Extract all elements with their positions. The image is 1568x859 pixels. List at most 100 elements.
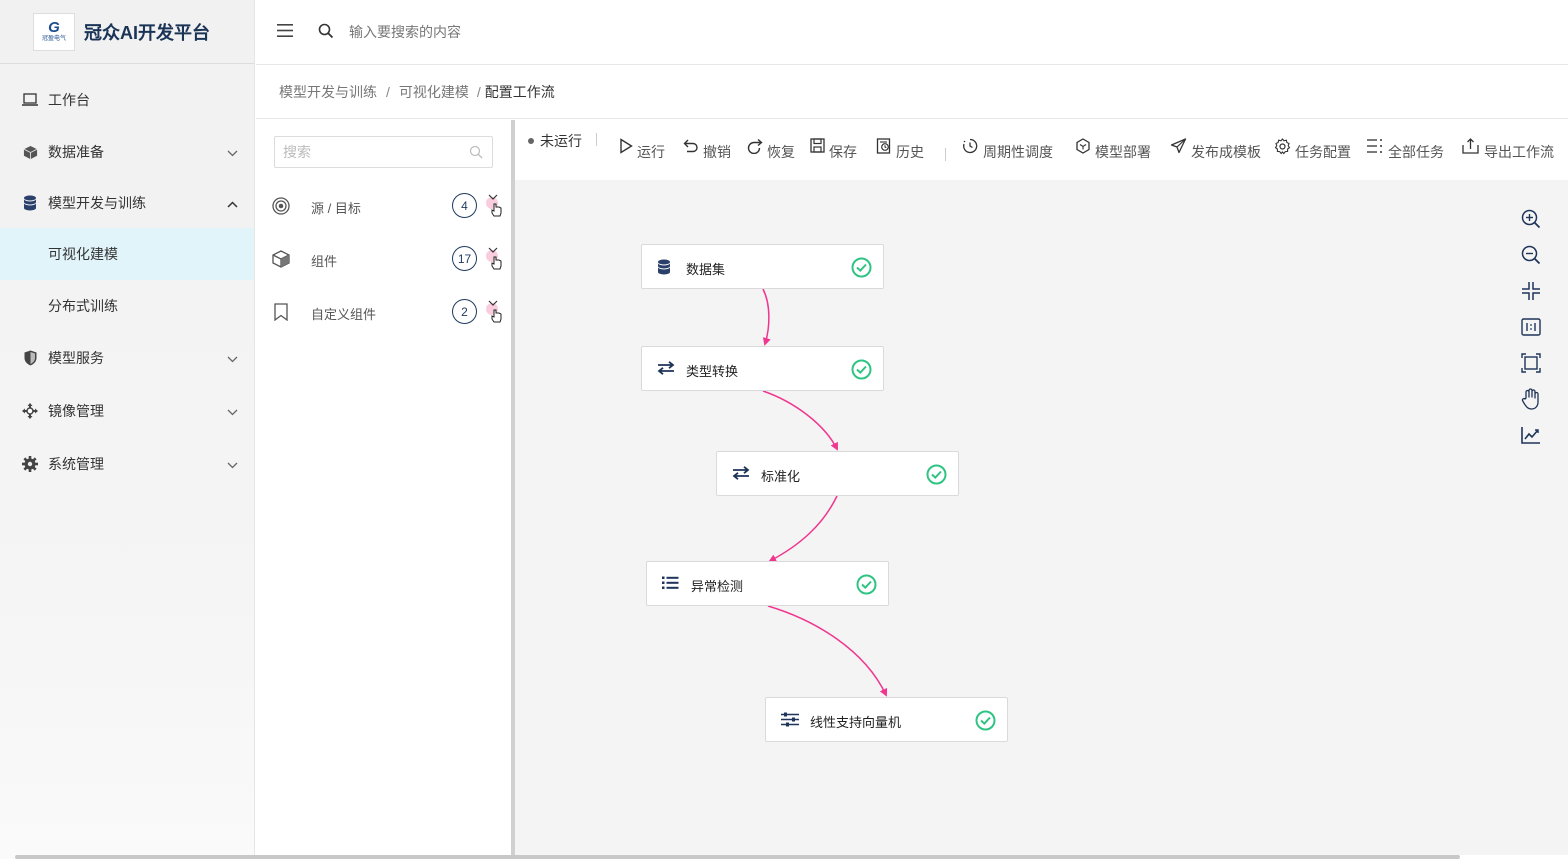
app-title: 冠众AI开发平台 — [84, 22, 210, 43]
move-icon — [22, 403, 38, 419]
check-circle-icon — [851, 359, 872, 383]
run-button[interactable]: 运行 — [619, 138, 665, 162]
node-label: 异常检测 — [691, 579, 744, 594]
button-label: 恢复 — [767, 144, 795, 160]
chart-icon[interactable] — [1520, 424, 1542, 446]
component-group-components[interactable]: 组件 17 — [256, 239, 511, 279]
sidebar-item-label: 数据准备 — [48, 144, 104, 160]
button-label: 导出工作流 — [1484, 144, 1554, 160]
all-tasks-button[interactable]: 全部任务 — [1366, 139, 1444, 162]
redo-icon — [747, 138, 763, 157]
button-label: 发布成模板 — [1191, 144, 1261, 160]
workflow-node-anomaly-detection[interactable]: 异常检测 — [646, 561, 889, 606]
list-icon — [662, 576, 679, 593]
bookmark-icon — [272, 303, 290, 324]
redo-button[interactable]: 恢复 — [747, 138, 795, 162]
component-group-source-target[interactable]: 源 / 目标 4 — [256, 186, 511, 226]
check-circle-icon — [856, 574, 877, 598]
play-icon — [619, 138, 633, 157]
sidebar-item-system-mgmt[interactable]: 系统管理 — [0, 438, 254, 490]
export-workflow-button[interactable]: 导出工作流 — [1462, 138, 1554, 162]
chevron-down-icon[interactable] — [486, 245, 506, 276]
sidebar-subitem-distributed-training[interactable]: 分布式训练 — [48, 298, 118, 314]
run-status: 未运行 — [528, 131, 582, 151]
workflow-node-linear-svm[interactable]: 线性支持向量机 — [765, 697, 1008, 742]
button-label: 周期性调度 — [983, 144, 1053, 160]
edge-dataset-to-type-convert — [762, 288, 771, 346]
sidebar-subitem-visual-modeling[interactable]: 可视化建模 — [0, 228, 254, 280]
gear-icon — [22, 456, 38, 472]
workflow-node-standardize[interactable]: 标准化 — [716, 451, 959, 496]
hand-icon[interactable] — [1520, 388, 1542, 410]
canvas-tools — [1520, 208, 1542, 460]
component-search-input[interactable] — [283, 144, 463, 160]
horizontal-scrollbar[interactable] — [15, 855, 1460, 859]
button-label: 全部任务 — [1388, 144, 1444, 160]
undo-button[interactable]: 撤销 — [683, 138, 731, 162]
edge-anomaly-to-svm — [767, 605, 888, 697]
zoom-in-icon[interactable] — [1520, 208, 1542, 230]
workflow-canvas[interactable]: 数据集 类型转换 标准化 异常检测 线性 — [515, 180, 1568, 855]
node-label: 数据集 — [686, 262, 726, 277]
search-icon — [469, 145, 483, 162]
status-text: 未运行 — [540, 133, 582, 149]
task-config-button[interactable]: 任务配置 — [1274, 138, 1351, 162]
breadcrumb-current: 配置工作流 — [484, 84, 555, 100]
button-label: 运行 — [637, 144, 665, 160]
chevron-down-icon — [227, 456, 238, 472]
sliders-icon — [781, 712, 799, 730]
database-icon — [22, 195, 38, 211]
component-group-custom[interactable]: 自定义组件 2 — [256, 292, 511, 332]
chevron-down-icon[interactable] — [486, 192, 506, 223]
sidebar-item-model-service[interactable]: 模型服务 — [0, 332, 254, 384]
sidebar-item-image-mgmt[interactable]: 镜像管理 — [0, 384, 254, 438]
settings-icon — [1274, 138, 1291, 158]
periodic-schedule-button[interactable]: 周期性调度 — [962, 138, 1053, 162]
button-label: 保存 — [829, 144, 857, 160]
publish-template-button[interactable]: 发布成模板 — [1170, 138, 1261, 162]
status-dot — [528, 138, 534, 144]
panel-splitter[interactable] — [511, 120, 515, 855]
component-search — [274, 136, 493, 168]
edge-type-convert-to-standardize — [762, 390, 838, 451]
sidebar-item-label: 工作台 — [48, 92, 90, 108]
sidebar-item-workbench[interactable]: 工作台 — [0, 74, 254, 126]
database-icon — [657, 259, 671, 278]
shield-icon — [22, 350, 38, 366]
workflow-toolbar: 未运行 运行 撤销 恢复 保存 历史 周期性调度 模型部署 发布成模板 任务配置… — [515, 120, 1568, 180]
workflow-node-type-convert[interactable]: 类型转换 — [641, 346, 884, 391]
global-search-input[interactable] — [349, 24, 749, 40]
sidebar-item-label: 镜像管理 — [48, 403, 104, 419]
node-label: 线性支持向量机 — [810, 715, 902, 730]
undo-icon — [683, 138, 699, 157]
target-icon — [272, 197, 290, 218]
zoom-out-icon[interactable] — [1520, 244, 1542, 266]
save-icon — [810, 138, 825, 156]
check-circle-icon — [926, 464, 947, 488]
breadcrumb-item[interactable]: 可视化建模 — [398, 84, 469, 100]
check-circle-icon — [851, 257, 872, 281]
chevron-down-icon[interactable] — [486, 298, 506, 329]
sidebar-item-model-dev[interactable]: 模型开发与训练 — [0, 178, 254, 228]
logo-mark: G — [48, 18, 60, 36]
sidebar-item-data-prep[interactable]: 数据准备 — [0, 126, 254, 178]
topbar — [256, 0, 1568, 65]
history-button[interactable]: 历史 — [876, 138, 924, 162]
fit-icon[interactable] — [1520, 280, 1542, 302]
model-deploy-button[interactable]: 模型部署 — [1075, 138, 1151, 162]
fit-frame-icon[interactable] — [1520, 352, 1542, 374]
workflow-node-dataset[interactable]: 数据集 — [641, 244, 884, 289]
cube-icon — [272, 250, 290, 271]
actual-size-icon[interactable] — [1520, 316, 1542, 338]
chevron-down-icon — [227, 144, 238, 160]
search-icon[interactable] — [318, 23, 334, 42]
hamburger-menu-icon[interactable] — [277, 24, 293, 40]
clock-icon — [962, 138, 979, 157]
logo: G 冠盈电气 — [33, 12, 75, 51]
breadcrumb-item[interactable]: 模型开发与训练 — [279, 84, 377, 100]
hexagon-icon — [1075, 138, 1091, 157]
save-button[interactable]: 保存 — [810, 138, 857, 162]
sidebar-item-label: 系统管理 — [48, 456, 104, 472]
node-label: 标准化 — [761, 469, 801, 484]
button-label: 任务配置 — [1295, 144, 1351, 160]
